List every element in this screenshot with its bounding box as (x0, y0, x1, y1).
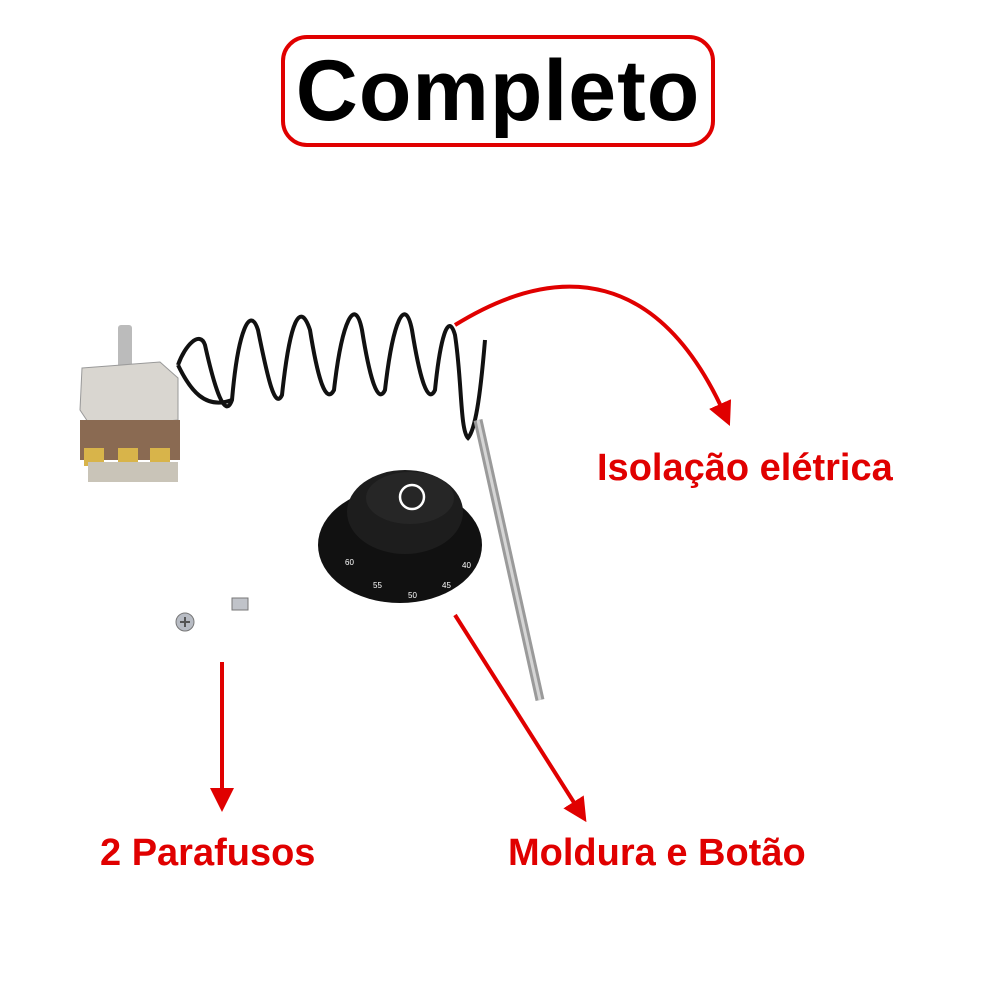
capillary-coil (176, 312, 487, 441)
label-screws: 2 Parafusos (100, 832, 316, 874)
dial-number: 60 (345, 558, 354, 567)
arrow-insulation (453, 284, 732, 426)
label-knob: Moldura e Botão (508, 832, 806, 874)
sensor-probe (473, 419, 545, 701)
arrow-knob (453, 613, 587, 823)
dial-number: 55 (373, 581, 382, 590)
label-insulation: Isolação elétrica (597, 447, 893, 489)
dial-number: 50 (408, 591, 417, 600)
page-title: Completo (295, 43, 701, 139)
screws (175, 597, 249, 632)
dial-number: 40 (462, 561, 471, 570)
title-box: Completo (281, 35, 715, 147)
thermostat-body (79, 325, 180, 482)
dial-number: 45 (442, 581, 451, 590)
knob: 60 55 50 45 40 (318, 470, 482, 603)
